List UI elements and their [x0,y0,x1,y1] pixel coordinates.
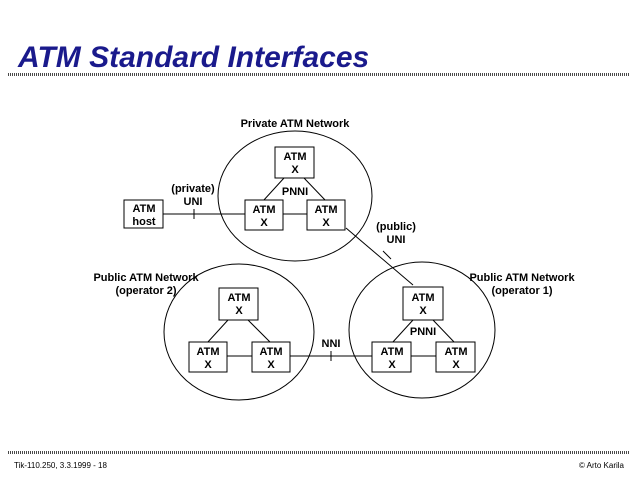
private-switch-right [306,199,346,231]
node-label-line2: X [322,217,330,229]
node-label-line2: X [419,305,427,317]
public-uni-tick [382,250,392,260]
public2-link-top-left [206,319,229,344]
footer-copyright: © Arto Karila [578,461,624,470]
node-label-line1: ATM [380,346,403,358]
title-divider [8,73,629,76]
host-label-line2: host [132,216,156,228]
node-label-line1: ATM [444,346,467,358]
node-label-line2: X [452,359,460,371]
public2-link-top-right [247,319,272,344]
public1-link-top-left [391,319,414,344]
node-label-line1: ATM [283,151,306,163]
public1-switch-top [402,286,444,321]
footer-course-info: Tik-110.250, 3.3.1999 - 18 [14,461,107,470]
private-pnni-label: PNNI [282,186,308,198]
public-network-2-ellipse [163,263,315,401]
public1-link-top-right [432,319,456,344]
public2-switch-top [218,287,259,321]
node-label-line1: ATM [252,204,275,216]
public-network-1-label-line2: (operator 1) [491,285,552,297]
public-uni-label-line2: UNI [387,234,406,246]
public-network-1-ellipse [348,261,496,399]
public2-switch-right [251,341,291,373]
private-uni-label-line1: (private) [171,183,215,195]
public1-switch-right [435,341,476,373]
public1-switch-left [371,341,412,373]
public-network-1-label-line1: Public ATM Network [469,272,575,284]
private-switch-top [274,146,315,179]
node-label-line1: ATM [259,346,282,358]
node-label-line2: X [388,359,396,371]
private-uni-label-line2: UNI [184,196,203,208]
atm-host-box [123,199,164,229]
private-link-top-left [262,177,285,202]
slide-title: ATM Standard Interfaces [18,41,370,74]
footer-divider [8,451,629,454]
node-label-line2: X [235,305,243,317]
public2-switch-left [188,341,228,373]
host-label-line1: ATM [132,203,155,215]
public1-pnni-label: PNNI [410,326,436,338]
private-link-top-right [303,177,327,202]
private-network-label: Private ATM Network [241,118,351,130]
node-label-line2: X [267,359,275,371]
public-uni-label-line1: (public) [376,221,416,233]
private-network-ellipse [217,130,373,262]
public-network-2-label-line2: (operator 2) [115,285,176,297]
node-label-line1: ATM [411,292,434,304]
node-label-line1: ATM [196,346,219,358]
public-uni-link [345,227,414,286]
private-switch-left [244,199,284,231]
node-label-line1: ATM [314,204,337,216]
node-label-line2: X [291,164,299,176]
nni-label: NNI [322,338,341,350]
node-label-line2: X [204,359,212,371]
node-label-line2: X [260,217,268,229]
node-label-line1: ATM [227,292,250,304]
public-network-2-label-line1: Public ATM Network [93,272,199,284]
